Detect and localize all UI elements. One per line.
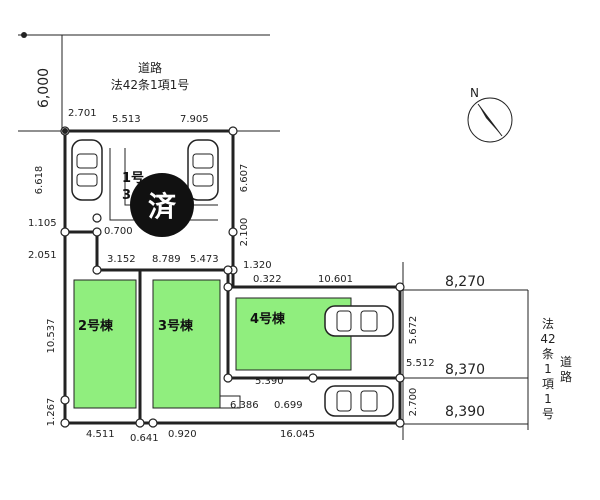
dim-3152: 3.152 — [107, 254, 136, 265]
dim-5512: 5.512 — [406, 358, 435, 369]
car-icon — [71, 139, 103, 201]
svg-text:道: 道 — [560, 355, 572, 369]
north-arrow: N — [467, 86, 513, 143]
survey-mark-icon — [62, 128, 68, 134]
cars — [71, 139, 394, 417]
road-width-1: 8,270 — [445, 274, 485, 290]
building-3-label: 3号棟 — [158, 318, 194, 334]
dim-0700: 0.700 — [104, 226, 133, 237]
dim-2100: 2.100 — [239, 218, 250, 247]
dim-7905: 7.905 — [180, 114, 209, 125]
top-road-width: 6,000 — [36, 68, 52, 108]
dim-0699: 0.699 — [274, 400, 303, 411]
road-width-3: 8,390 — [445, 404, 485, 420]
dim-4511: 4.511 — [86, 429, 115, 440]
dim-10537: 10.537 — [46, 319, 57, 354]
building-4-label: 4号棟 — [250, 311, 286, 327]
north-label: N — [470, 86, 479, 100]
lot-4-boundary — [231, 270, 402, 378]
car-icon — [324, 305, 394, 337]
svg-text:条: 条 — [542, 347, 554, 361]
car-icon — [324, 385, 394, 417]
dim-6618: 6.618 — [34, 166, 45, 195]
dim-0322: 0.322 — [253, 274, 282, 285]
car-icon — [187, 139, 219, 201]
dim-2701: 2.701 — [68, 108, 97, 119]
svg-text:1: 1 — [544, 392, 552, 406]
dim-1320: 1.320 — [243, 260, 272, 271]
svg-text:項: 項 — [542, 377, 554, 391]
dim-2700: 2.700 — [408, 388, 419, 417]
building-1-label: 1号 — [122, 171, 144, 186]
svg-text:3: 3 — [122, 188, 131, 203]
svg-text:法: 法 — [542, 317, 554, 331]
top-road: 6,000 道路 法42条1項1号 — [18, 32, 280, 132]
dim-5513: 5.513 — [112, 114, 141, 125]
svg-text:路: 路 — [560, 369, 572, 384]
dim-5473: 5.473 — [190, 254, 219, 265]
dim-8789: 8.789 — [152, 254, 181, 265]
dim-1105: 1.105 — [28, 218, 57, 229]
svg-text:42: 42 — [540, 332, 555, 346]
dim-5672: 5.672 — [408, 316, 419, 345]
boundary-points — [60, 126, 405, 428]
right-road: 8,270 8,370 8,390 法 42 条 1 項 1 号 道 路 — [402, 262, 572, 440]
dim-16045: 16.045 — [280, 429, 315, 440]
building-3 — [152, 279, 221, 409]
dim-6386: 6.386 — [230, 400, 259, 411]
dim-5390: 5.390 — [255, 376, 284, 387]
building-2-label: 2号棟 — [78, 318, 114, 334]
svg-text:1: 1 — [544, 362, 552, 376]
dimension-labels: 2.701 5.513 7.905 6.618 6.607 1.105 0.70… — [28, 108, 435, 444]
dim-2051: 2.051 — [28, 250, 57, 261]
svg-text:号: 号 — [542, 407, 554, 421]
top-road-name: 道路 — [138, 60, 162, 75]
right-road-article: 法 42 条 1 項 1 号 — [540, 317, 555, 421]
building-2 — [73, 279, 137, 409]
top-road-article: 法42条1項1号 — [111, 78, 190, 92]
sold-stamp: 済 — [130, 173, 194, 237]
right-road-name: 道 路 — [560, 355, 572, 384]
dim-1267: 1.267 — [46, 398, 57, 427]
road-width-2: 8,370 — [445, 362, 485, 378]
dim-0641: 0.641 — [130, 433, 159, 444]
dim-10601: 10.601 — [318, 274, 353, 285]
buildings: 2号棟 3号棟 4号棟 — [73, 279, 352, 409]
dim-0920: 0.920 — [168, 429, 197, 440]
lot-2-boundary — [63, 232, 142, 425]
dim-6607: 6.607 — [239, 164, 250, 193]
stamp-text: 済 — [148, 190, 177, 223]
